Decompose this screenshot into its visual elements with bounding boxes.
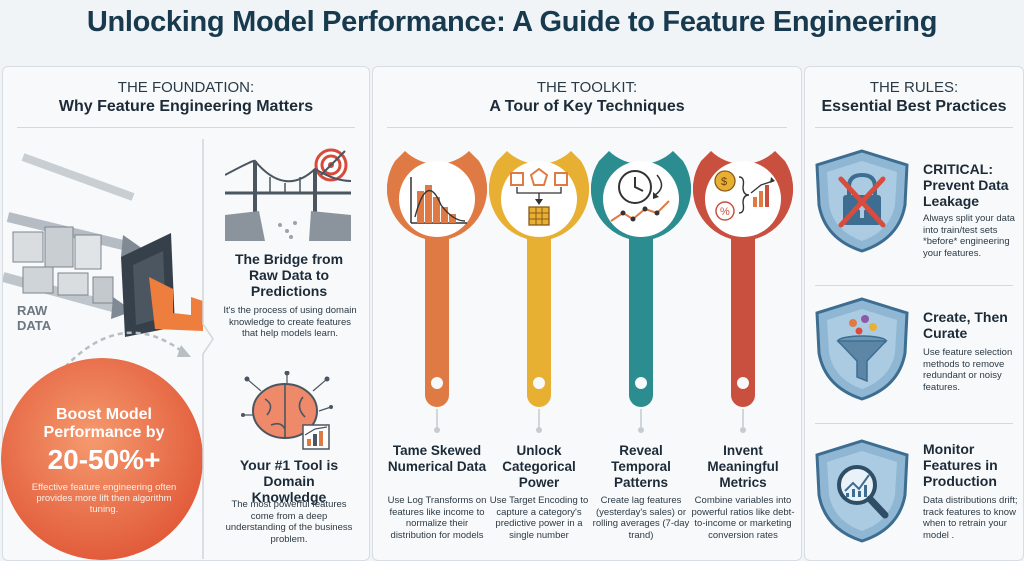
rule-desc-1: Always split your data into train/test s…	[923, 213, 1015, 259]
svg-text:$: $	[721, 176, 727, 188]
shapes-to-cube-icon	[510, 167, 568, 226]
wrench-shape	[488, 151, 590, 407]
svg-text:%: %	[720, 206, 730, 218]
tool-desc: The most powerful features come from a d…	[225, 499, 353, 545]
data-pipeline-illustration	[3, 153, 203, 337]
raw-data-label: RAW DATA	[17, 303, 52, 333]
rules-heading: Essential Best Practices	[821, 98, 1007, 115]
shield-funnel-icon	[815, 297, 909, 401]
brain-icon	[241, 371, 333, 450]
shield-magnifier-icon	[815, 439, 909, 543]
foundation-label: THE FOUNDATION:	[117, 79, 255, 96]
tool-title: Your #1 Tool is Domain Knowledge	[239, 457, 339, 505]
toolkit-heading: A Tour of Key Techniques	[489, 98, 685, 115]
wrench-shape	[386, 151, 488, 407]
curved-arrow-icon	[64, 331, 191, 368]
foundation-panel: THE FOUNDATION: Why Feature Engineering …	[1, 66, 370, 561]
clock-trend-icon	[610, 170, 670, 222]
wrench-shape	[590, 151, 692, 407]
rules-label: THE RULES:	[869, 79, 959, 96]
toolkit-title-1: Tame Skewed Numerical Data	[387, 443, 487, 474]
divider	[387, 127, 787, 128]
boost-badge: Boost Model Performance by 20-50%+ Effec…	[1, 358, 203, 560]
boost-value: 20-50%+	[47, 444, 161, 475]
bridge-title: The Bridge from Raw Data to Predictions	[234, 251, 344, 299]
transform-machine-icon	[121, 233, 203, 337]
divider	[815, 285, 1013, 286]
shield-lock-icon	[815, 149, 909, 253]
bridge-icon	[225, 148, 351, 241]
rule-desc-2: Use feature selection methods to remove …	[923, 347, 1013, 393]
page-title: Unlocking Model Performance: A Guide to …	[86, 6, 938, 38]
rule-desc-3: Data distributions drift; track features…	[923, 495, 1018, 541]
boost-heading: Boost Model Performance by	[43, 406, 165, 441]
toolkit-item-target-encoding	[488, 147, 590, 414]
boost-desc: Effective feature engineering often prov…	[31, 482, 177, 515]
foundation-heading: Why Feature Engineering Matters	[58, 98, 314, 115]
toolkit-label: THE TOOLKIT:	[536, 79, 638, 96]
histogram-icon	[410, 177, 467, 224]
rules-panel: THE RULES: Essential Best Practices CRIT…	[804, 66, 1024, 561]
toolkit-desc-1: Use Log Transforms on features like inco…	[387, 495, 487, 541]
toolkit-item-log-transform	[386, 147, 488, 414]
toolkit-title-3: Reveal Temporal Patterns	[611, 443, 671, 490]
toolkit-title-4: Invent Meaningful Metrics	[707, 443, 779, 490]
divider	[815, 423, 1013, 424]
ratio-metrics-icon: $ %	[714, 170, 775, 221]
toolkit-item-lag-features	[590, 147, 692, 414]
boost-circle-shape	[1, 358, 203, 560]
bridge-desc: It's the process of using domain knowled…	[223, 305, 357, 339]
toolkit-panel: THE TOOLKIT: A Tour of Key Techniques	[372, 66, 802, 561]
toolkit-desc-4: Combine variables into powerful ratios l…	[691, 495, 795, 541]
wrench-shape: $ %	[692, 151, 794, 407]
rule-title-2: Create, Then Curate	[923, 309, 1008, 341]
toolkit-desc-3: Create lag features (yesterday's sales) …	[592, 495, 690, 541]
toolkit-item-ratios: $ %	[692, 147, 794, 414]
toolkit-desc-2: Use Target Encoding to capture a categor…	[489, 495, 589, 541]
connector-dots	[434, 409, 746, 433]
toolkit-title-2: Unlock Categorical Power	[502, 443, 576, 490]
chevron-divider	[202, 139, 214, 559]
rule-title-1: CRITICAL: Prevent Data Leakage	[923, 161, 1009, 209]
data-blocks-icon	[12, 226, 114, 304]
divider	[815, 127, 1013, 128]
rule-title-3: Monitor Features in Production	[923, 441, 998, 489]
divider	[17, 127, 355, 128]
